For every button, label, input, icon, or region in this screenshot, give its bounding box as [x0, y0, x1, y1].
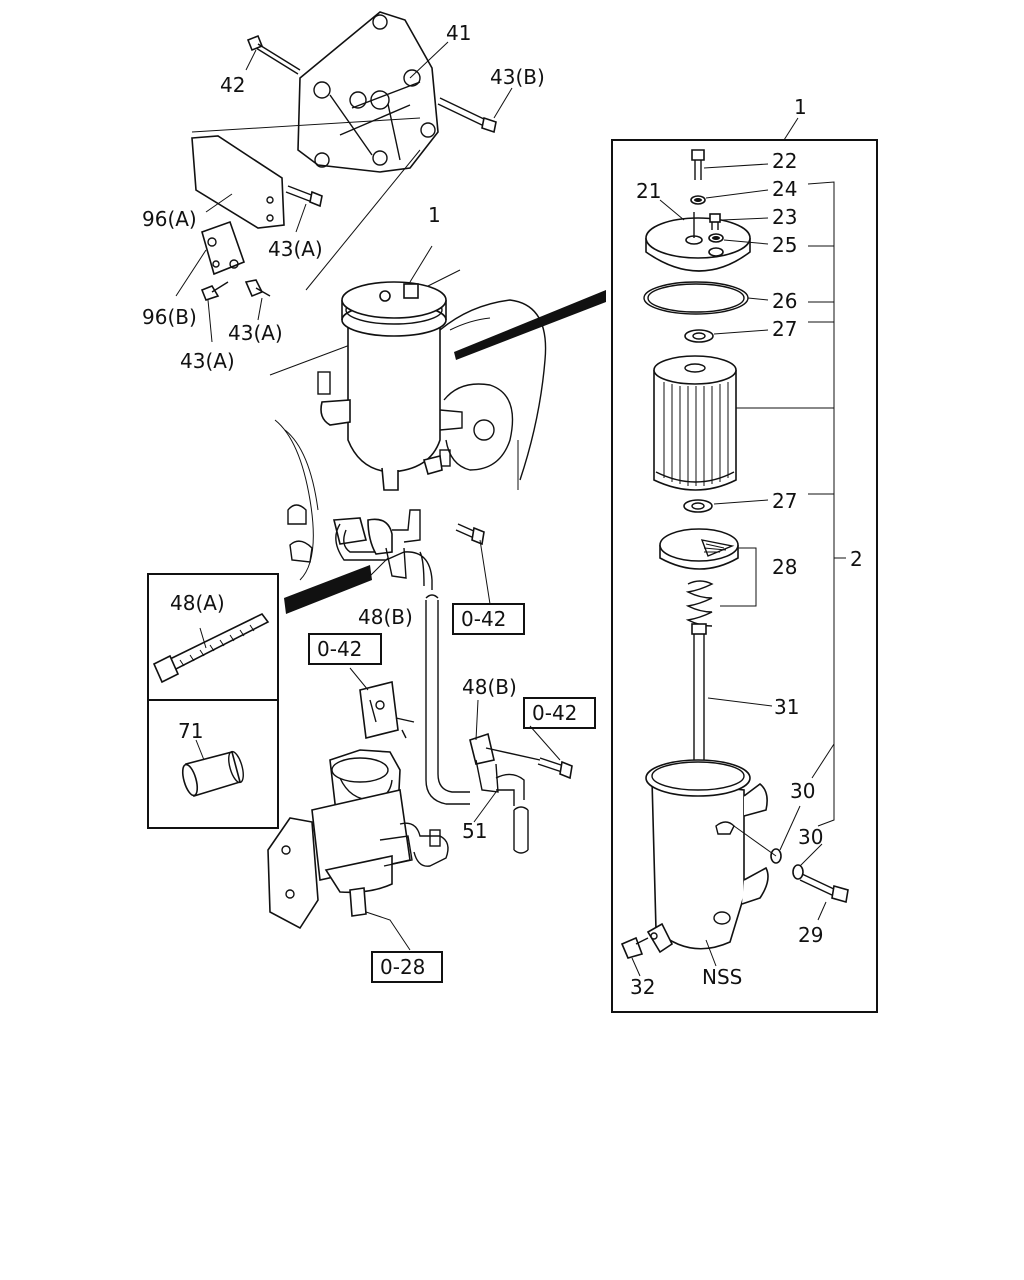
kit-washer-27-bottom [683, 499, 769, 513]
label-26: 26 [772, 289, 797, 313]
bolt-0-42-upper [455, 523, 485, 546]
kit-washer-25 [708, 233, 769, 245]
label-30-a: 30 [790, 779, 815, 803]
label-43b: 43(B) [490, 65, 545, 89]
label-nss: NSS [702, 965, 742, 989]
ref-box-0-42-c [523, 697, 596, 729]
kit-piston-28 [659, 528, 757, 607]
label-1-main: 1 [428, 203, 441, 227]
kit-bracket-2 [736, 181, 846, 827]
bolt-0-42-lower [537, 757, 573, 780]
label-27-top: 27 [772, 317, 797, 341]
bracket-96a [191, 117, 421, 229]
kit-cap-21 [645, 199, 751, 272]
label-27-bottom: 27 [772, 489, 797, 513]
label-96b: 96(B) [142, 305, 197, 329]
label-24: 24 [772, 177, 797, 201]
inset-box [147, 573, 279, 829]
ref-0-42-c: 0-42 [532, 701, 577, 725]
leaders-top-left [175, 41, 513, 343]
label-41: 41 [446, 21, 471, 45]
kit-oring-26 [643, 281, 769, 315]
label-28: 28 [772, 555, 797, 579]
callout-wedge-inset [284, 565, 372, 614]
ref-box-0-42-b [308, 633, 382, 665]
kit-washer-24 [690, 189, 769, 205]
kit-nss-leader [705, 939, 717, 967]
label-21: 21 [636, 179, 661, 203]
label-25: 25 [772, 233, 797, 257]
kit-box [611, 139, 878, 1013]
inset-label-48a: 48(A) [170, 591, 225, 615]
label-1-kit: 1 [794, 95, 807, 119]
ref-box-0-42-a [452, 603, 525, 635]
clip-48b-lower [469, 732, 541, 793]
hose-line-vertical [425, 594, 470, 805]
label-32: 32 [630, 975, 655, 999]
ref-0-42-b: 0-42 [317, 637, 362, 661]
kit-box-leader [783, 117, 799, 141]
kit-washer-30-a [733, 805, 801, 864]
label-29: 29 [798, 923, 823, 947]
kit-bolt-32 [620, 936, 649, 977]
kit-washer-27-top [684, 329, 769, 343]
label-2: 2 [850, 547, 863, 571]
label-23: 23 [772, 205, 797, 229]
label-30-b: 30 [798, 825, 823, 849]
label-48b-1: 48(B) [358, 605, 413, 629]
hose-51 [495, 773, 529, 854]
filter-assembly-main [320, 281, 463, 491]
inset-label-71: 71 [178, 719, 203, 743]
kit-spring [685, 580, 714, 627]
label-43a-1: 43(A) [268, 237, 323, 261]
label-48b-2: 48(B) [462, 675, 517, 699]
callout-wedge-kit [454, 290, 606, 360]
label-96a: 96(A) [142, 207, 197, 231]
bolt-43a-upper [285, 185, 323, 208]
leaders-middle [349, 245, 561, 951]
label-31: 31 [774, 695, 799, 719]
label-43a-3: 43(A) [180, 349, 235, 373]
bracket-41 [297, 11, 439, 173]
kit-plug-23 [709, 213, 769, 230]
hose-assembly-upper [332, 509, 433, 590]
ref-0-42-a: 0-42 [461, 607, 506, 631]
label-22: 22 [772, 149, 797, 173]
label-43a-2: 43(A) [228, 321, 283, 345]
sleeve-71 [181, 739, 244, 798]
priming-pump [267, 681, 449, 930]
kit-bowl [645, 759, 769, 954]
label-42: 42 [220, 73, 245, 97]
ref-box-0-28 [371, 951, 443, 983]
kit-bolt-29 [799, 873, 849, 921]
kit-washer-30-b [792, 843, 823, 880]
bolt-43b [437, 97, 497, 134]
engine-outline [269, 269, 547, 581]
kit-element-2 [653, 355, 737, 491]
ref-0-28: 0-28 [380, 955, 425, 979]
cable-tie-48a [152, 612, 270, 684]
bolt-42 [246, 34, 301, 75]
bolt-43a-lower [200, 279, 271, 301]
label-51: 51 [462, 819, 487, 843]
kit-bolt-22 [691, 149, 769, 180]
plate-96b [201, 220, 246, 276]
